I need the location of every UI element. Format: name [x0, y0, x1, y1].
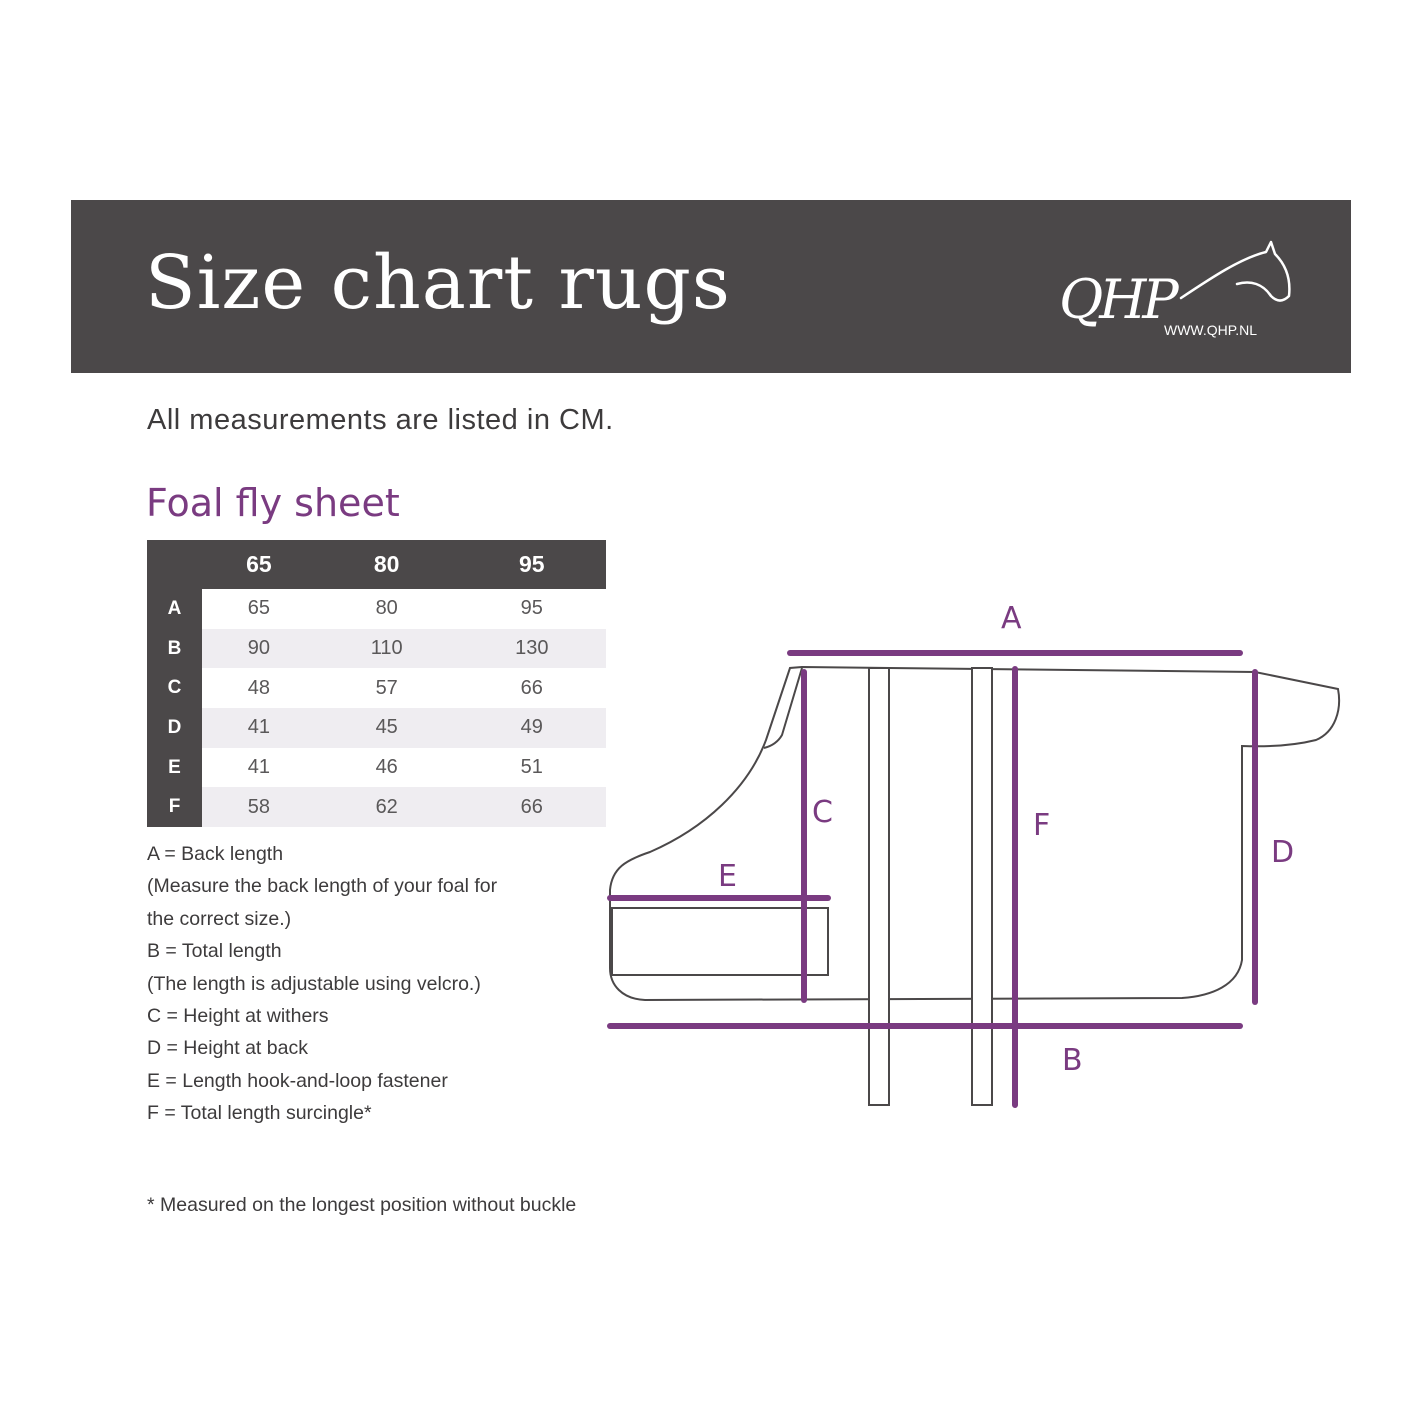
- label-c: C: [812, 795, 833, 830]
- row-label: D: [147, 708, 202, 748]
- table-cell: 48: [247, 676, 271, 699]
- label-d: D: [1271, 835, 1294, 870]
- table-row: E 41 46 51: [147, 747, 606, 788]
- table-cell: 130: [457, 628, 606, 669]
- footnote: * Measured on the longest position witho…: [147, 1194, 577, 1216]
- label-b: B: [1062, 1043, 1083, 1078]
- rug-diagram: A B C D E F: [607, 601, 1341, 1108]
- row-label: B: [147, 628, 202, 669]
- logo-url: WWW.QHP.NL: [1164, 322, 1258, 338]
- table-cell: 57: [375, 676, 398, 699]
- size-table: 65 80 95 A 65 80 95 B 90 110 130 C 48 57…: [147, 540, 606, 828]
- label-a: A: [1001, 601, 1022, 636]
- qhp-logo: QHP WWW.QHP.NL: [1051, 238, 1291, 343]
- surcingle-strap: [971, 667, 993, 1106]
- column-header: 80: [315, 540, 458, 589]
- table-cell: 41: [247, 756, 271, 779]
- legend-line: the correct size.): [147, 907, 292, 930]
- legend-line: C = Height at withers: [147, 1004, 329, 1027]
- table-row: F 58 62 66: [147, 787, 606, 828]
- table-row: B 90 110 130: [147, 628, 606, 669]
- table-cell: 46: [375, 756, 398, 779]
- legend-line: E = Length hook-and-loop fastener: [147, 1069, 448, 1092]
- table-cell: 41: [202, 708, 316, 748]
- row-label: E: [147, 747, 202, 788]
- hook-and-loop-flap: [611, 907, 829, 976]
- legend-line: A = Back length: [147, 843, 284, 865]
- measurement-legend: A = Back length (Measure the back length…: [147, 838, 497, 1130]
- legend-line: (The length is adjustable using velcro.): [147, 972, 481, 995]
- table-cell: 66: [520, 676, 543, 699]
- table-cell: 49: [457, 708, 606, 748]
- table-row: D 41 45 49: [147, 708, 606, 748]
- neck-fold: [763, 667, 803, 749]
- header-banner: Size chart rugs QHP WWW.QHP.NL: [71, 200, 1351, 373]
- table-cell: 65: [247, 597, 271, 620]
- label-f: F: [1033, 808, 1050, 843]
- row-label: A: [147, 589, 202, 629]
- table-row: C 48 57 66: [147, 668, 606, 709]
- rug-outline: [609, 665, 1341, 1002]
- table-cell: 110: [315, 628, 458, 669]
- legend-line: D = Height at back: [147, 1037, 308, 1060]
- section-title: Foal fly sheet: [146, 481, 400, 525]
- legend-line: (Measure the back length of your foal fo…: [147, 875, 498, 898]
- table-cell: 51: [520, 756, 543, 779]
- table-cell: 45: [315, 708, 458, 748]
- legend-line: B = Total length: [147, 940, 282, 963]
- measurement-note: All measurements are listed in CM.: [147, 404, 614, 436]
- table-cell: 58: [202, 787, 316, 828]
- table-cell: 66: [457, 787, 606, 828]
- column-header: 65: [202, 540, 316, 589]
- horse-head-icon: [1179, 240, 1291, 302]
- surcingle-strap: [868, 667, 890, 1106]
- page-title: Size chart rugs: [145, 240, 731, 326]
- logo-wordmark: QHP: [1059, 268, 1179, 331]
- table-cell: 80: [375, 597, 398, 620]
- table-cell: 95: [520, 597, 543, 620]
- table-cell: 90: [202, 628, 316, 669]
- table-cell: 62: [315, 787, 458, 828]
- table-row: A 65 80 95: [147, 589, 606, 629]
- table-corner: [147, 540, 202, 589]
- table-header-row: 65 80 95: [147, 540, 606, 589]
- label-e: E: [718, 859, 737, 894]
- legend-line: F = Total length surcingle*: [147, 1102, 372, 1125]
- column-header: 95: [457, 540, 606, 589]
- row-label: F: [147, 787, 202, 828]
- row-label: C: [147, 668, 202, 709]
